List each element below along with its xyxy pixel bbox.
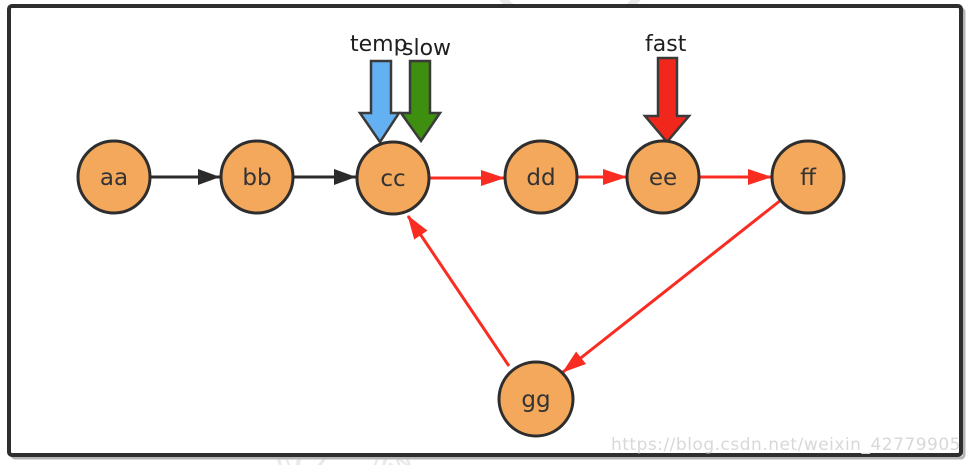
node-label: gg (521, 387, 550, 413)
watermark-url: https://blog.csdn.net/weixin_42779905 (611, 435, 961, 455)
node-label: bb (242, 165, 271, 191)
edge-ff-gg (562, 198, 782, 374)
node-label: ff (800, 165, 817, 191)
node-label: dd (526, 165, 555, 191)
diagram-frame (7, 4, 963, 457)
edge-gg-cc (406, 215, 511, 367)
node-circle (219, 139, 295, 215)
node-circle (770, 139, 846, 215)
node-label: aa (100, 165, 128, 191)
pointer-arrows (357, 56, 692, 145)
pointer-label-slow: slow (402, 36, 451, 61)
node-aa: aa (76, 139, 152, 215)
pointer-label-fast: fast (645, 32, 687, 57)
node-circle (625, 139, 701, 215)
node-ee: ee (625, 139, 701, 215)
node-label: ee (649, 165, 677, 191)
node-circle (76, 139, 152, 215)
edges (151, 169, 782, 374)
pointer-label-temp: temp (350, 32, 408, 57)
node-gg: gg (497, 360, 575, 438)
node-label: cc (380, 166, 405, 192)
node-bb: bb (219, 139, 295, 215)
node-cc: cc (355, 140, 431, 216)
node-circle (503, 139, 579, 215)
node-circle (355, 140, 431, 216)
temp-pointer-arrow-icon (357, 59, 402, 145)
slow-pointer-arrow-icon (398, 59, 443, 144)
node-dd: dd (503, 139, 579, 215)
node-ff: ff (770, 139, 846, 215)
fast-pointer-arrow-icon (642, 56, 692, 144)
node-circle (497, 360, 575, 438)
